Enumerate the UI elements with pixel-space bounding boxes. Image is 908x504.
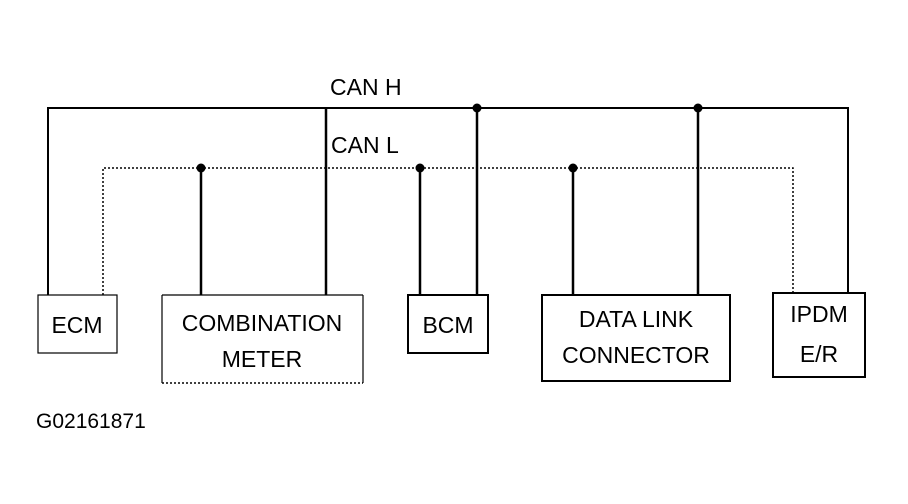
can-l-junction-bcm bbox=[415, 163, 425, 173]
bcm-module: BCM bbox=[407, 294, 489, 354]
can-l-label: CAN L bbox=[331, 132, 399, 158]
ipdm-label-line1: IPDM bbox=[790, 301, 848, 327]
can-h-junction-bcm bbox=[472, 103, 482, 113]
bcm-label: BCM bbox=[422, 312, 473, 338]
ecm-label: ECM bbox=[51, 312, 102, 338]
data-link-connector-module: DATA LINK CONNECTOR bbox=[541, 294, 731, 382]
can-l-junction-dlc bbox=[568, 163, 578, 173]
data-link-connector-label-line2: CONNECTOR bbox=[562, 342, 710, 368]
figure-code: G02161871 bbox=[36, 410, 146, 433]
can-h-bus-line bbox=[47, 107, 849, 295]
can-l-bus-line bbox=[102, 167, 794, 295]
can-l-junction-meter bbox=[196, 163, 206, 173]
can-h-junction-dlc bbox=[693, 103, 703, 113]
can-h-label: CAN H bbox=[330, 74, 402, 100]
combination-meter-label-line1: COMBINATION bbox=[182, 310, 343, 336]
combination-meter-module: COMBINATION METER bbox=[161, 294, 364, 384]
ipdm-label-line2: E/R bbox=[800, 341, 838, 367]
ipdm-er-module: IPDM E/R bbox=[772, 292, 866, 378]
ecm-module: ECM bbox=[37, 294, 118, 354]
data-link-connector-label-line1: DATA LINK bbox=[579, 306, 694, 332]
combination-meter-label-line2: METER bbox=[222, 346, 303, 372]
